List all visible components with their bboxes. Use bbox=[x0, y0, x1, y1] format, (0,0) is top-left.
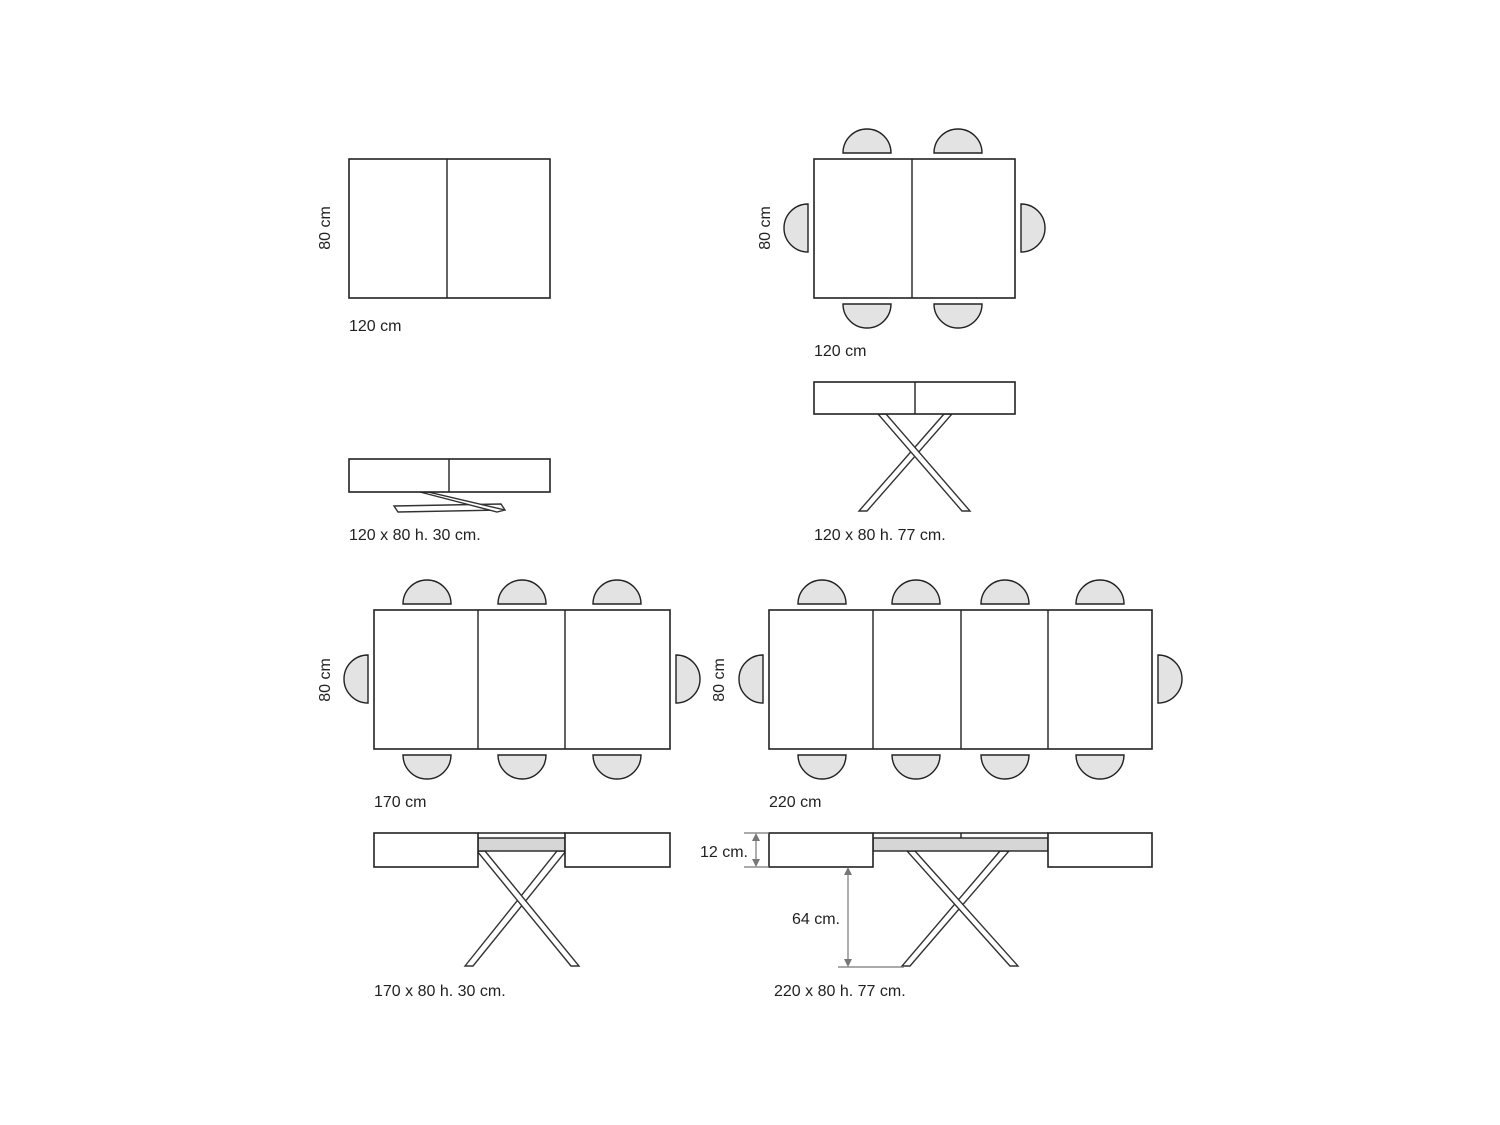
table-top bbox=[813, 158, 1016, 299]
extension-leaf bbox=[477, 837, 566, 852]
depth-label: 80 cm bbox=[711, 658, 728, 702]
table-end-left bbox=[373, 832, 479, 868]
chair-top-1 bbox=[842, 128, 892, 154]
chair-bottom-2 bbox=[891, 754, 941, 780]
top-view-220-seating: 220 cm 80 cm bbox=[711, 579, 1183, 811]
chair-left bbox=[738, 654, 764, 704]
chair-left bbox=[343, 654, 369, 704]
leg-right bbox=[475, 850, 581, 967]
chair-top-2 bbox=[891, 579, 941, 605]
table-end-right bbox=[1047, 832, 1153, 868]
caption: 120 x 80 h. 30 cm. bbox=[349, 527, 481, 544]
depth-label: 80 cm bbox=[757, 206, 774, 250]
chair-right bbox=[675, 654, 701, 704]
chair-top-2 bbox=[497, 579, 547, 605]
chair-top-3 bbox=[980, 579, 1030, 605]
chair-right bbox=[1157, 654, 1183, 704]
chair-bottom-1 bbox=[842, 303, 892, 329]
width-label: 170 cm bbox=[374, 794, 426, 811]
leg-right bbox=[876, 413, 972, 512]
leg-left bbox=[900, 850, 1011, 967]
side-view-120-high: 120 x 80 h. 77 cm. bbox=[813, 381, 1016, 544]
table-end-left bbox=[768, 832, 874, 868]
chair-bottom-2 bbox=[497, 754, 547, 780]
top-view-120-seating: 120 cm 80 cm bbox=[757, 128, 1046, 360]
width-label: 120 cm bbox=[349, 318, 401, 335]
chair-bottom-1 bbox=[402, 754, 452, 780]
chair-top-1 bbox=[797, 579, 847, 605]
side-view-120-low: 120 x 80 h. 30 cm. bbox=[348, 458, 551, 544]
caption: 120 x 80 h. 77 cm. bbox=[814, 527, 946, 544]
chair-bottom-3 bbox=[592, 754, 642, 780]
extension-leaf bbox=[872, 837, 1049, 852]
chair-bottom-4 bbox=[1075, 754, 1125, 780]
side-view-220: 12 cm. 64 cm. 220 x 80 h. 77 cm. bbox=[700, 832, 1153, 1000]
thickness-label: 12 cm. bbox=[700, 844, 748, 861]
chair-top-3 bbox=[592, 579, 642, 605]
chair-bottom-3 bbox=[980, 754, 1030, 780]
top-view-170-seating: 170 cm 80 cm bbox=[317, 579, 701, 811]
chair-left bbox=[783, 203, 809, 253]
chair-top-2 bbox=[933, 128, 983, 154]
width-label: 220 cm bbox=[769, 794, 821, 811]
leg-left bbox=[857, 413, 954, 512]
table-top bbox=[373, 609, 671, 750]
chair-bottom-1 bbox=[797, 754, 847, 780]
width-label: 120 cm bbox=[814, 343, 866, 360]
caption: 170 x 80 h. 30 cm. bbox=[374, 983, 506, 1000]
chair-top-1 bbox=[402, 579, 452, 605]
leg-left bbox=[463, 850, 568, 967]
depth-label: 80 cm bbox=[317, 658, 334, 702]
side-view-170: 170 x 80 h. 30 cm. bbox=[373, 832, 671, 1000]
caption: 220 x 80 h. 77 cm. bbox=[774, 983, 906, 1000]
chair-right bbox=[1020, 203, 1046, 253]
height-label: 64 cm. bbox=[792, 911, 840, 928]
thickness-dimension: 12 cm. bbox=[700, 832, 769, 868]
depth-label: 80 cm bbox=[317, 206, 334, 250]
chair-bottom-2 bbox=[933, 303, 983, 329]
table-top bbox=[348, 158, 551, 299]
height-dimension: 64 cm. bbox=[792, 867, 904, 968]
chair-top-4 bbox=[1075, 579, 1125, 605]
table-end-right bbox=[564, 832, 671, 868]
top-view-120: 120 cm 80 cm bbox=[317, 158, 551, 335]
